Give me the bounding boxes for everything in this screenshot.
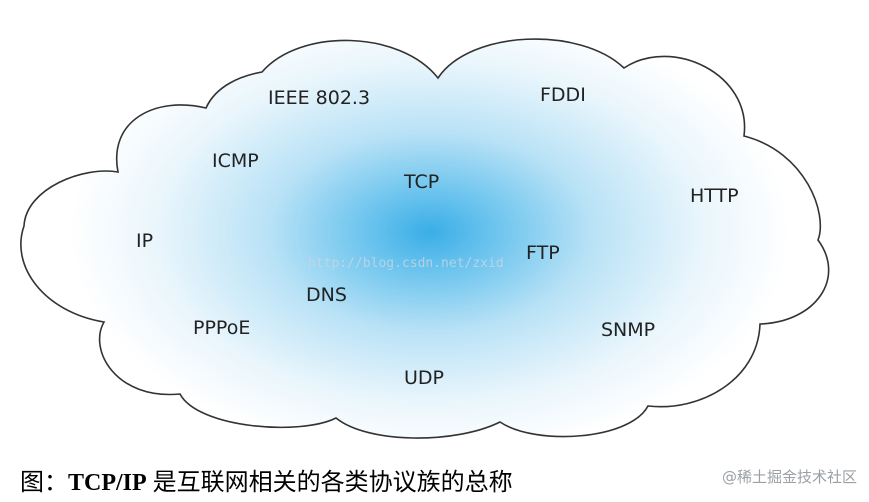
protocol-cloud-diagram: http://blog.csdn.net/zxid IEEE 802.3 FDD… xyxy=(20,38,830,439)
protocol-label-pppoe: PPPoE xyxy=(193,317,250,339)
protocol-label-snmp: SNMP xyxy=(601,319,655,341)
site-watermark: @稀土掘金技术社区 xyxy=(721,468,857,486)
protocol-label-ip: IP xyxy=(136,230,153,252)
cloud-shape xyxy=(20,38,830,439)
protocol-label-tcp: TCP xyxy=(403,171,439,193)
protocol-label-udp: UDP xyxy=(404,367,444,389)
protocol-label-fddi: FDDI xyxy=(540,84,586,106)
protocol-label-dns: DNS xyxy=(306,284,347,306)
watermark-text: http://blog.csdn.net/zxid xyxy=(308,256,504,271)
figure-caption: 图：TCP/IP 是互联网相关的各类协议族的总称 xyxy=(20,462,513,497)
caption-prefix: 图： xyxy=(20,470,68,496)
protocol-label-icmp: ICMP xyxy=(212,150,259,172)
caption-text: 是互联网相关的各类协议族的总称 xyxy=(146,470,513,496)
protocol-label-ftp: FTP xyxy=(526,242,560,264)
caption-bold-term: TCP/IP xyxy=(68,470,147,496)
protocol-label-http: HTTP xyxy=(690,185,739,207)
protocol-label-ieee: IEEE 802.3 xyxy=(268,87,370,109)
